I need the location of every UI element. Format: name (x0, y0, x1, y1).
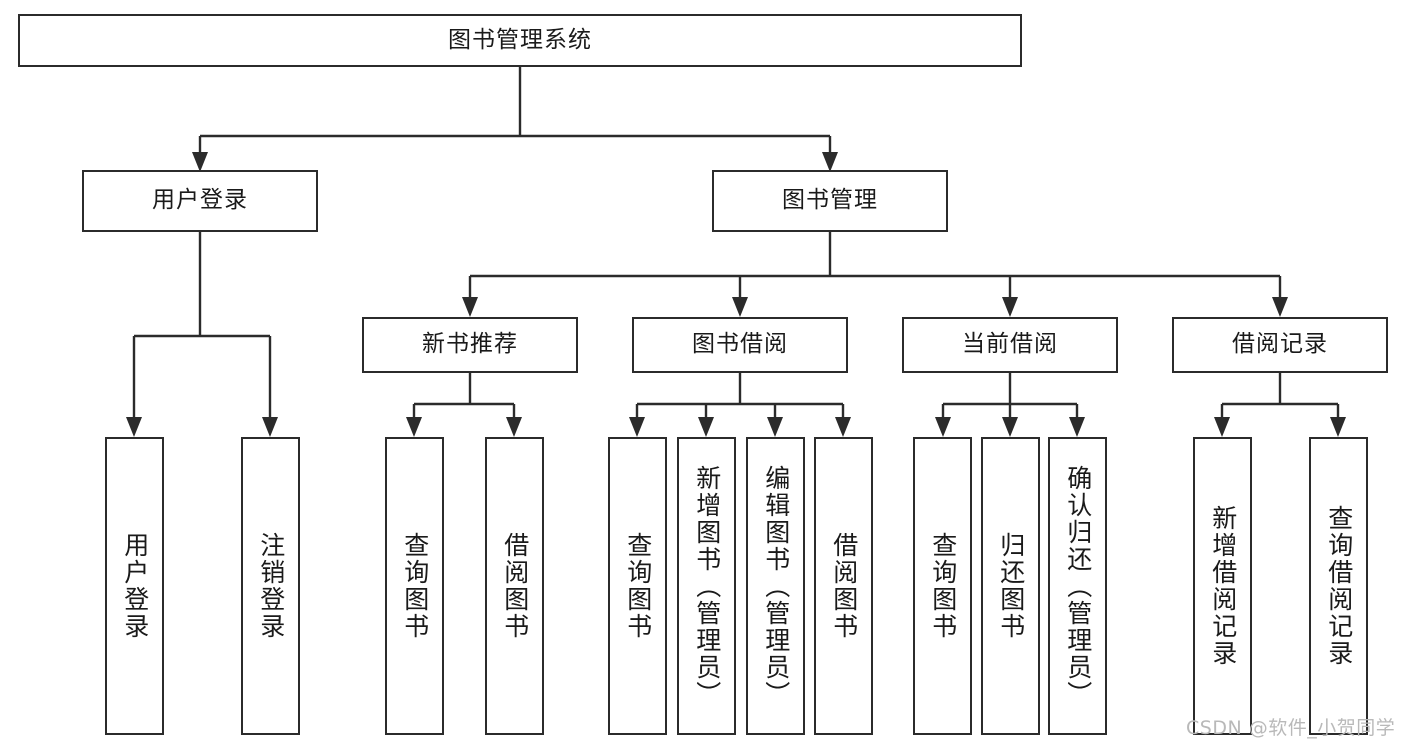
node-borrow-record[interactable]: 借阅记录 (1172, 317, 1388, 373)
node-user-login[interactable]: 用户登录 (82, 170, 318, 232)
arrowhead-book-borrow-c1 (629, 417, 645, 437)
arrowhead-current-borrow-c1 (935, 417, 951, 437)
node-root-book-management-system[interactable]: 图书管理系统 (18, 14, 1022, 67)
node-label: 新书推荐 (422, 331, 518, 358)
node-label: 图书借阅 (692, 331, 788, 358)
arrowhead-current-borrow-c3 (1069, 417, 1085, 437)
arrowhead-book-borrow-c2 (698, 417, 714, 437)
node-leaf-user-login[interactable]: 用户登录 (105, 437, 164, 735)
watermark-text: CSDN @软件_小贺同学 (1186, 717, 1396, 739)
node-leaf-add-book-admin[interactable]: 新增图书（管理员） (677, 437, 736, 735)
node-label: 用户登录 (152, 187, 248, 214)
node-label: 新增图书（管理员） (692, 464, 722, 708)
arrowhead-book-borrow-c3 (767, 417, 783, 437)
node-label: 编辑图书（管理员） (761, 464, 791, 708)
arrowhead-book-borrow (732, 297, 748, 317)
arrowhead-book-mgmt (822, 152, 838, 172)
node-label: 图书管理系统 (448, 26, 592, 53)
node-label: 注销登录 (256, 532, 286, 640)
arrowhead-borrow-record-c2 (1330, 417, 1346, 437)
node-leaf-confirm-return-admin[interactable]: 确认归还（管理员） (1048, 437, 1107, 735)
arrowhead-current-borrow-c2 (1002, 417, 1018, 437)
node-label: 查询图书 (400, 532, 430, 640)
node-label: 借阅图书 (500, 532, 530, 640)
arrowhead-book-borrow-c4 (835, 417, 851, 437)
node-label: 借阅记录 (1232, 331, 1328, 358)
arrowhead-current-borrow (1002, 297, 1018, 317)
node-leaf-query-book-current[interactable]: 查询图书 (913, 437, 972, 735)
node-leaf-query-book-recommend[interactable]: 查询图书 (385, 437, 444, 735)
node-current-borrow[interactable]: 当前借阅 (902, 317, 1118, 373)
node-book-borrow[interactable]: 图书借阅 (632, 317, 848, 373)
node-label: 借阅图书 (829, 532, 859, 640)
node-label: 查询图书 (928, 532, 958, 640)
node-label: 确认归还（管理员） (1063, 464, 1093, 708)
node-new-book-recommend[interactable]: 新书推荐 (362, 317, 578, 373)
arrowhead-user-login (192, 152, 208, 172)
node-label: 图书管理 (782, 187, 878, 214)
arrowhead-borrow-record (1272, 297, 1288, 317)
node-leaf-query-book-borrow[interactable]: 查询图书 (608, 437, 667, 735)
node-leaf-edit-book-admin[interactable]: 编辑图书（管理员） (746, 437, 805, 735)
node-label: 查询借阅记录 (1324, 505, 1354, 667)
node-label: 当前借阅 (962, 331, 1058, 358)
node-label: 归还图书 (996, 532, 1026, 640)
node-leaf-logout[interactable]: 注销登录 (241, 437, 300, 735)
node-label: 用户登录 (120, 532, 150, 640)
node-label: 查询图书 (623, 532, 653, 640)
node-leaf-borrow-book[interactable]: 借阅图书 (814, 437, 873, 735)
arrowhead-user-login-c2 (262, 417, 278, 437)
node-leaf-borrow-book-recommend[interactable]: 借阅图书 (485, 437, 544, 735)
node-label: 新增借阅记录 (1208, 505, 1238, 667)
node-leaf-return-book[interactable]: 归还图书 (981, 437, 1040, 735)
node-book-management[interactable]: 图书管理 (712, 170, 948, 232)
node-leaf-add-borrow-record[interactable]: 新增借阅记录 (1193, 437, 1252, 735)
arrowhead-borrow-record-c1 (1214, 417, 1230, 437)
arrowhead-user-login-c1 (126, 417, 142, 437)
arrowhead-new-book-c1 (406, 417, 422, 437)
arrowhead-new-book (462, 297, 478, 317)
arrowhead-new-book-c2 (506, 417, 522, 437)
node-leaf-query-borrow-record[interactable]: 查询借阅记录 (1309, 437, 1368, 735)
